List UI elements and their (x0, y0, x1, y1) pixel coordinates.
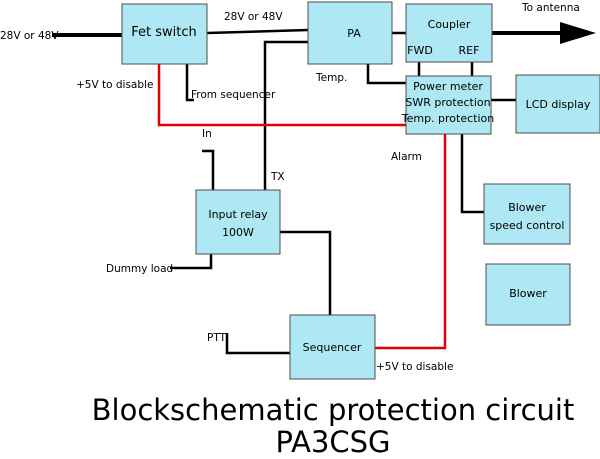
disable-wire-top[interactable] (157, 64, 406, 127)
to-antenna-label: To antenna (521, 2, 580, 14)
ref-label: REF (459, 44, 480, 57)
temp-label: Temp. (315, 72, 347, 84)
blower-block[interactable]: Blower (485, 263, 571, 326)
disable-bottom-label: +5V to disable (376, 361, 453, 373)
disable-top-label: +5V to disable (76, 79, 153, 91)
coupler-label: Coupler (428, 18, 471, 31)
title-line-2: PA3CSG (275, 425, 390, 459)
sequencer-label: Sequencer (303, 341, 362, 354)
input-relay-line-1: Input relay (208, 208, 268, 221)
power-meter-line-1: Power meter (413, 80, 483, 93)
fwd-label: FWD (407, 44, 433, 57)
ptt-wire (225, 333, 290, 355)
from-sequencer-wire (185, 64, 194, 102)
blower-control-wire (460, 134, 484, 214)
pa-label: PA (347, 27, 361, 40)
lcd-display-label: LCD display (526, 98, 591, 111)
dummy-load-wire (170, 254, 213, 270)
relay-to-sequencer-wire (280, 230, 332, 315)
from-sequencer-label: From sequencer (191, 89, 276, 101)
supply-output-label: 28V or 48V (224, 11, 283, 23)
tx-label: TX (270, 171, 285, 183)
input-relay-line-2: 100W (222, 226, 254, 239)
blower-control-line-2: speed control (490, 219, 565, 232)
input-relay-block[interactable]: Input relay 100W (195, 189, 281, 255)
lcd-display-block[interactable]: LCD display (515, 74, 600, 134)
power-meter-line-3: Temp. protection (401, 112, 495, 125)
fet-switch-block[interactable]: Fet switch (121, 3, 208, 65)
blower-label: Blower (509, 287, 547, 300)
power-meter-block[interactable]: Power meter SWR protection Temp. protect… (401, 75, 495, 135)
ptt-label: PTT (207, 332, 227, 344)
coupler-block[interactable]: Coupler FWD REF (405, 3, 493, 63)
labels: 28V or 48V 28V or 48V To antenna +5V to … (0, 2, 580, 373)
in-label: In (202, 128, 212, 140)
alarm-label: Alarm (391, 151, 422, 163)
antenna-arrowhead (560, 22, 596, 44)
fet-to-pa-wire (206, 28, 309, 35)
blower-control-line-1: Blower (508, 201, 546, 214)
pa-block[interactable]: PA (307, 1, 393, 65)
in-wire (202, 149, 215, 190)
title-line-1: Blockschematic protection circuit (92, 393, 575, 427)
power-meter-line-2: SWR protection (405, 96, 490, 109)
tx-wire (263, 40, 308, 190)
blower-control-block[interactable]: Blower speed control (483, 183, 571, 245)
disable-wire-bottom[interactable] (375, 125, 447, 350)
dummy-load-label: Dummy load (106, 263, 173, 275)
wires (52, 22, 596, 355)
supply-input-label: 28V or 48V (0, 30, 59, 42)
sequencer-block[interactable]: Sequencer (289, 314, 376, 380)
fet-switch-label: Fet switch (131, 25, 197, 40)
temp-wire (366, 64, 406, 85)
